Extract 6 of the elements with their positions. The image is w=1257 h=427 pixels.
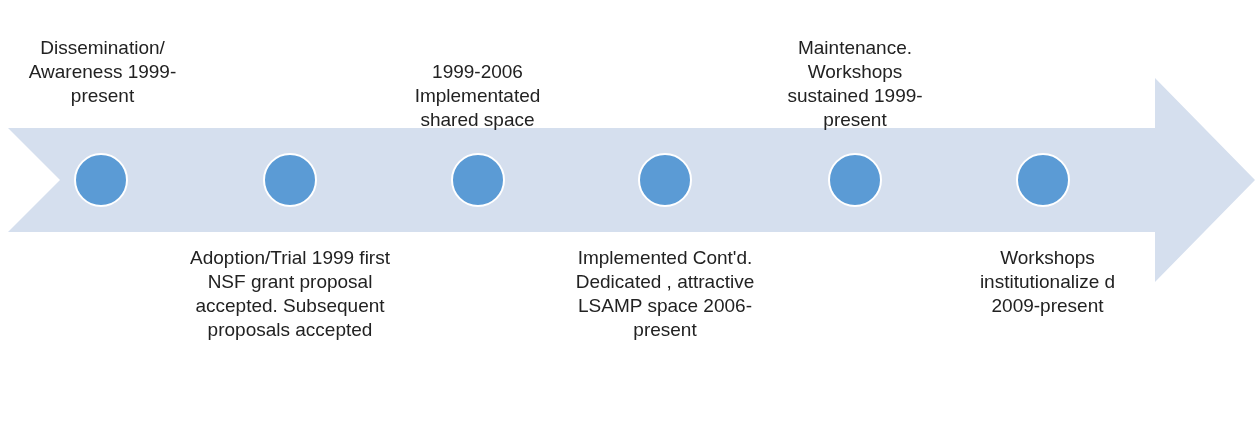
- milestone-label: 1999-2006 Implementated shared space: [413, 60, 542, 132]
- milestone-label: Workshops institutionalize d 2009-present: [978, 246, 1117, 318]
- milestone-label: Maintenance. Workshops sustained 1999-present: [786, 36, 924, 132]
- milestone-label: Implemented Cont'd. Dedicated , attractive LSAMP space 2006-present: [574, 246, 756, 342]
- milestone-label: Dissemination/ Awareness 1999-present: [27, 36, 178, 108]
- milestone-label: Adoption/Trial 1999 first NSF grant proposal accepted. Subsequent proposals accepted: [190, 246, 390, 342]
